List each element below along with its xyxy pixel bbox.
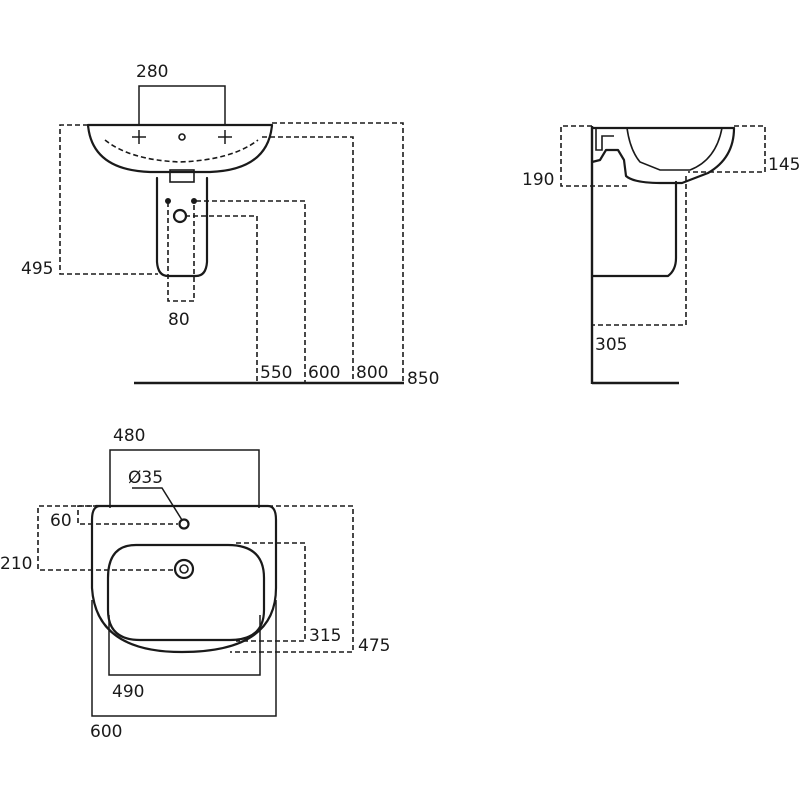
plan-waste-inner xyxy=(179,564,189,574)
dim-label-210: 210 xyxy=(0,554,32,574)
overflow-slot xyxy=(169,169,195,183)
dim-line-495 xyxy=(59,124,158,275)
supply-point-right xyxy=(191,198,197,204)
side-basin-inner xyxy=(626,127,723,171)
front-view: 280 495 80 550 600 800 850 xyxy=(21,62,439,389)
dim-line-850 xyxy=(272,122,404,383)
dim-line-d35 xyxy=(132,487,183,521)
tap-hole-right xyxy=(218,130,232,144)
dim-label-490: 490 xyxy=(112,682,144,702)
dim-label-280: 280 xyxy=(136,62,168,82)
plan-waste-outer xyxy=(173,558,195,580)
dim-label-480: 480 xyxy=(113,426,145,446)
side-pedestal xyxy=(590,180,678,278)
dim-label-475: 475 xyxy=(358,636,390,656)
dim-label-800: 800 xyxy=(356,363,388,383)
plan-tap-hole xyxy=(178,518,190,530)
plan-view: Ø35 480 60 210 315 475 490 600 xyxy=(0,426,390,742)
front-pedestal xyxy=(155,176,209,278)
dim-line-210 xyxy=(37,505,174,571)
dim-label-495: 495 xyxy=(21,259,53,279)
dim-label-850: 850 xyxy=(407,369,439,389)
dim-label-60: 60 xyxy=(50,511,72,531)
waste-outlet xyxy=(172,208,188,224)
dim-line-190 xyxy=(560,125,628,187)
front-basin-outline xyxy=(86,123,274,174)
dim-line-490 xyxy=(108,615,261,676)
dim-label-600-plan: 600 xyxy=(90,722,122,742)
dim-label-315: 315 xyxy=(309,626,341,646)
dim-line-600-plan xyxy=(91,600,277,717)
dim-line-145 xyxy=(688,125,766,173)
side-view: 190 145 305 xyxy=(522,125,800,385)
supply-point-left xyxy=(165,198,171,204)
dim-line-80 xyxy=(167,202,195,302)
side-basin-outline xyxy=(590,126,736,185)
dim-label-80: 80 xyxy=(168,310,190,330)
dim-line-800 xyxy=(262,136,354,383)
front-basin-inner xyxy=(104,139,259,163)
plan-bowl-outline xyxy=(106,543,266,642)
side-tap-fitting xyxy=(595,128,614,151)
dim-label-190: 190 xyxy=(522,170,554,190)
dim-label-600: 600 xyxy=(308,363,340,383)
dim-line-475 xyxy=(230,505,354,653)
dim-label-550: 550 xyxy=(260,363,292,383)
dim-label-145: 145 xyxy=(768,155,800,175)
plan-basin-outline xyxy=(90,504,278,654)
dim-line-305 xyxy=(592,176,687,326)
tap-hole-left xyxy=(132,130,146,144)
dim-line-600 xyxy=(196,200,306,383)
dim-label-d35: Ø35 xyxy=(128,468,163,488)
dim-label-305: 305 xyxy=(595,335,627,355)
dim-line-280 xyxy=(138,85,226,124)
dim-line-480 xyxy=(109,449,260,508)
dim-line-315 xyxy=(236,542,306,642)
dim-line-550 xyxy=(185,215,258,383)
tap-hole-centre xyxy=(178,133,186,141)
